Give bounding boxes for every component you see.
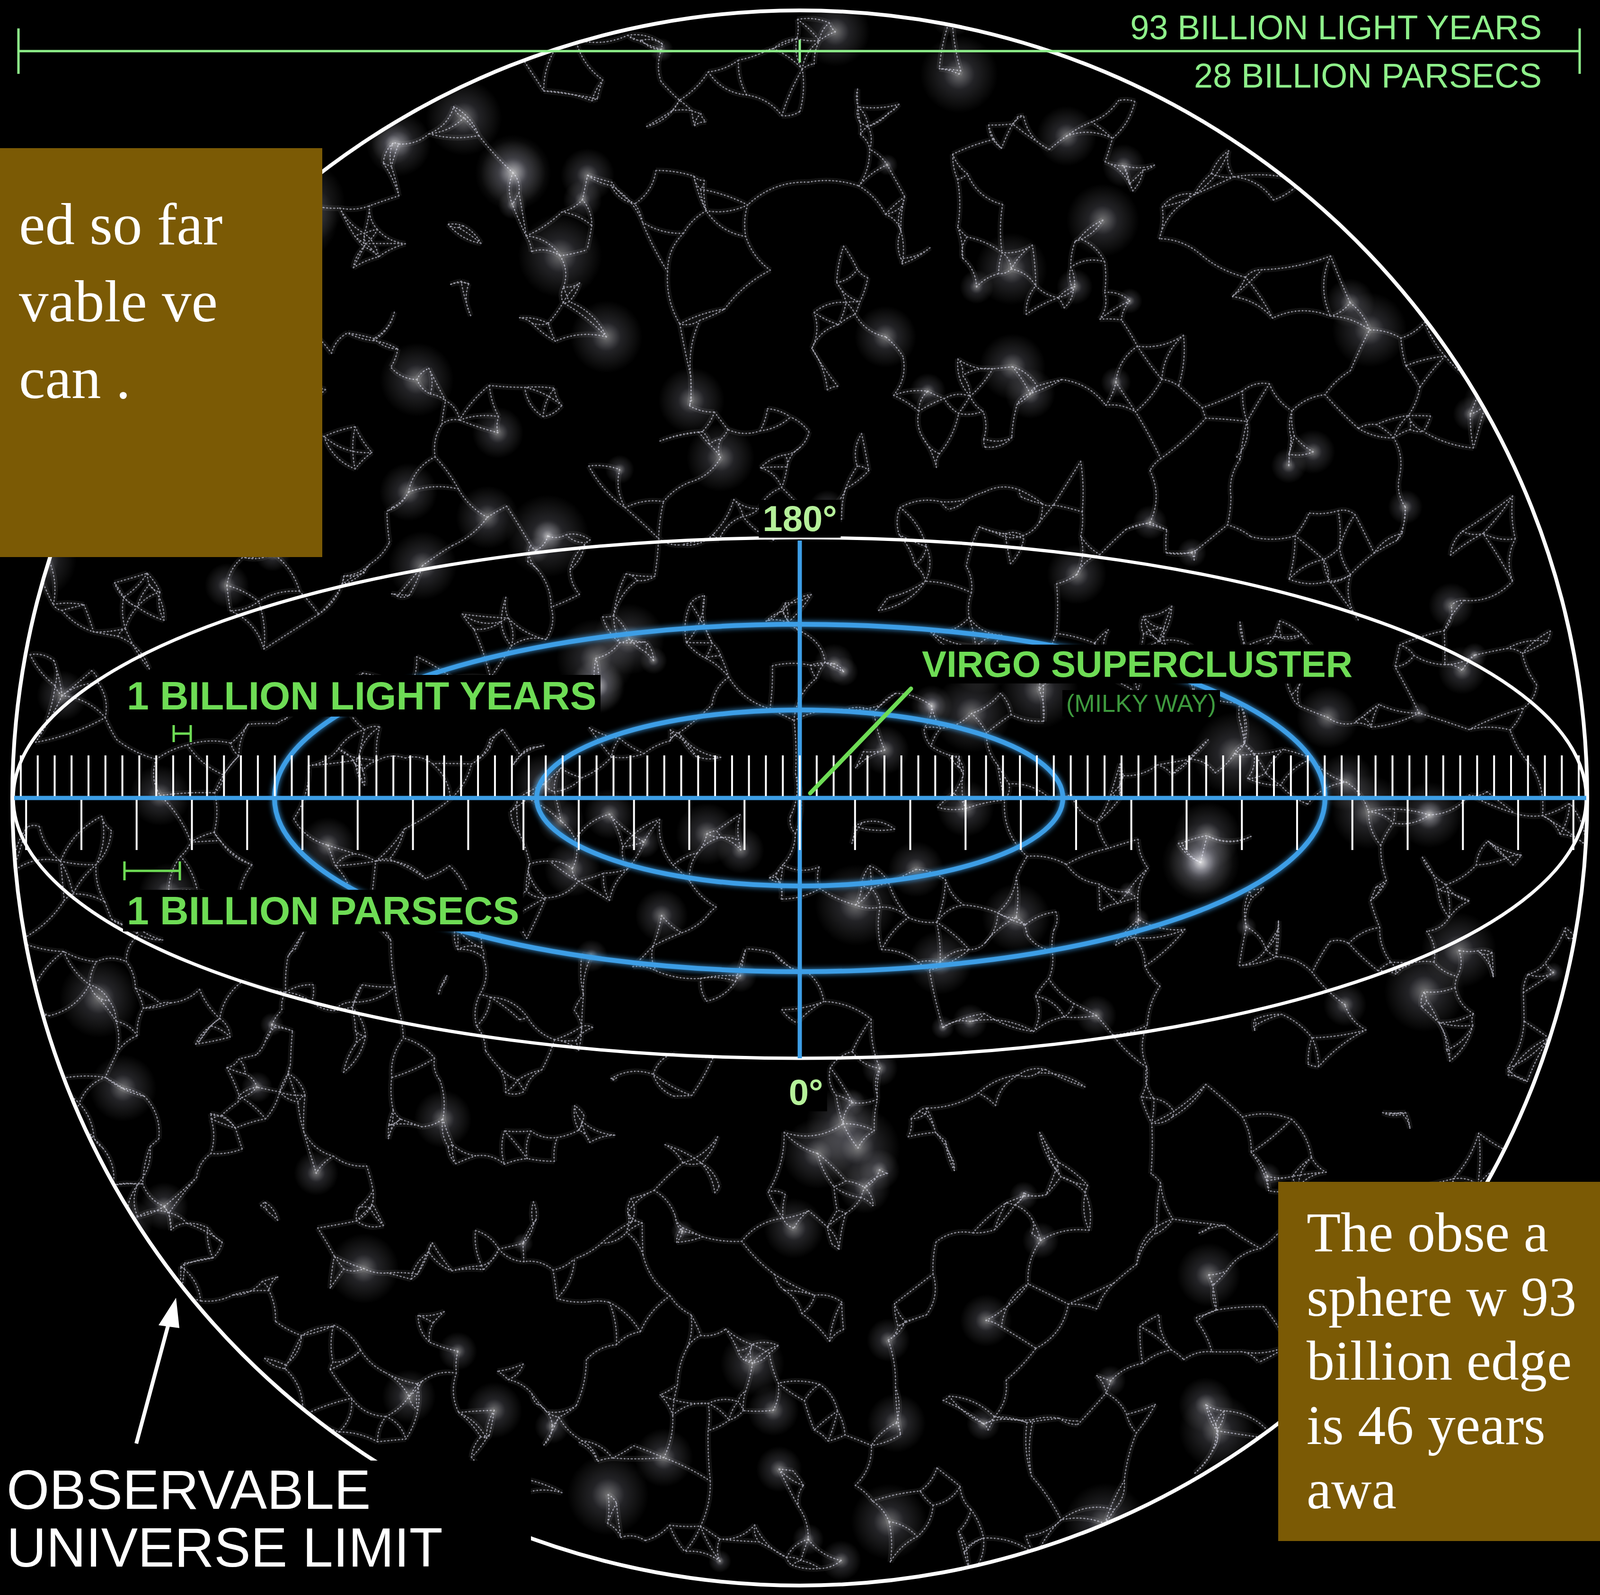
limit-label: OBSERVABLE UNIVERSE LIMIT xyxy=(2,1460,531,1578)
unit-label: 1 BILLION PARSECS xyxy=(123,889,523,932)
angle-label: 180° xyxy=(758,499,841,538)
scale-label: 28 BILLION PARSECS xyxy=(1190,57,1546,94)
tick-group xyxy=(20,755,1579,850)
parsec-ticks xyxy=(26,799,1574,850)
scale-label: 93 BILLION LIGHT YEARS xyxy=(1126,9,1546,46)
leader-arrow xyxy=(136,1320,170,1444)
milky-way-label: (MILKY WAY) xyxy=(1062,689,1220,717)
lightyear-ticks xyxy=(20,755,1579,796)
callout-text: ed so far vable ve can . xyxy=(18,185,294,417)
unit-label: 1 BILLION LIGHT YEARS xyxy=(123,674,601,717)
leader-line xyxy=(810,688,911,794)
arrow-head xyxy=(158,1297,180,1328)
angle-label: 0° xyxy=(785,1073,828,1112)
callout-text: The obse a sphere w 93 billion edge is 4… xyxy=(1306,1200,1586,1522)
supercluster-label: VIRGO SUPERCLUSTER xyxy=(918,644,1357,684)
callout-box: The obse a sphere w 93 billion edge is 4… xyxy=(1278,1181,1600,1541)
unit-brackets xyxy=(124,724,191,881)
callout-box: ed so far vable ve can . xyxy=(0,148,323,557)
